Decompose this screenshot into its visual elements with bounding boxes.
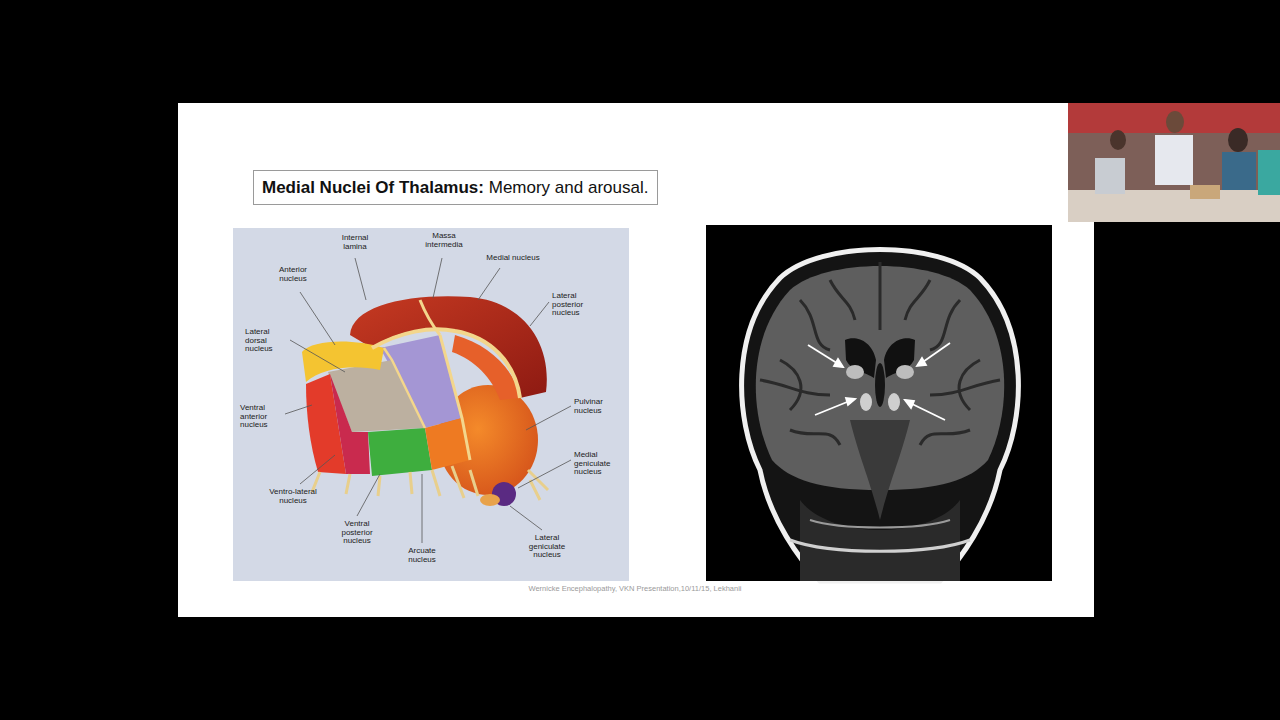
part-label: Anterior nucleus [270,266,316,283]
part-label: Medial nucleus [482,254,544,263]
part-label: Ventral posterior nucleus [333,520,381,546]
part-label: Lateral posterior nucleus [552,292,598,318]
webcam-thumbnail [1068,103,1280,222]
title-box: Medial Nuclei Of Thalamus: Memory and ar… [253,170,658,205]
part-label: Arcuate nucleus [401,547,443,564]
part-label: Lateral geniculate nucleus [520,534,574,560]
part-label: Pulvinar nucleus [574,398,618,415]
part-label: Ventro-lateral nucleus [266,488,320,505]
part-label: Massa intermedia [418,232,470,249]
slide-title: Medial Nuclei Of Thalamus: Memory and ar… [262,178,648,198]
part-label: Medial geniculate nucleus [574,451,622,477]
thalamus-illustration [233,228,629,581]
part-label: Internal lamina [333,234,377,251]
mri-coronal-image [706,225,1052,581]
leader-lines [285,258,571,543]
part-label: Lateral dorsal nucleus [245,328,289,354]
slide-footer: Wernicke Encephalopathy, VKN Presentatio… [520,585,750,593]
part-label: Ventral anterior nucleus [240,404,284,430]
